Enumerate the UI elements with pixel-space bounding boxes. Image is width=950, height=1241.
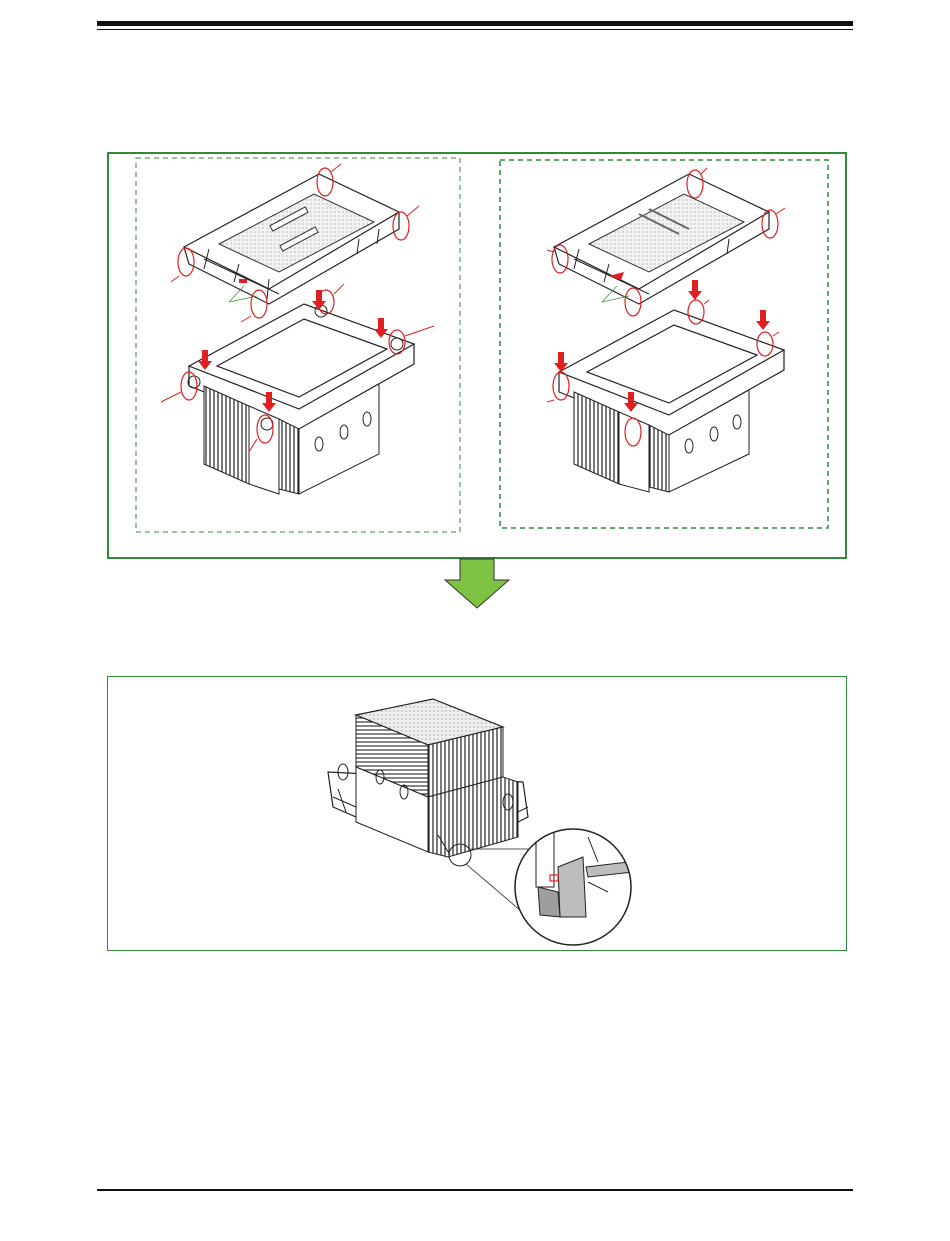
left-exploded-figure [161,164,434,494]
down-arrow-icon [442,558,512,610]
header-rule [97,21,853,26]
exploded-view-panel [107,152,847,559]
footer-rule [97,1189,853,1191]
assembled-view-illustration [108,677,846,950]
exploded-view-illustrations [109,154,845,557]
assembled-heatsink [328,699,528,857]
assembled-view-panel [107,676,847,951]
header-rule-thin [97,29,853,30]
right-exploded-figure [547,168,785,492]
latch-detail-magnified [508,827,638,947]
